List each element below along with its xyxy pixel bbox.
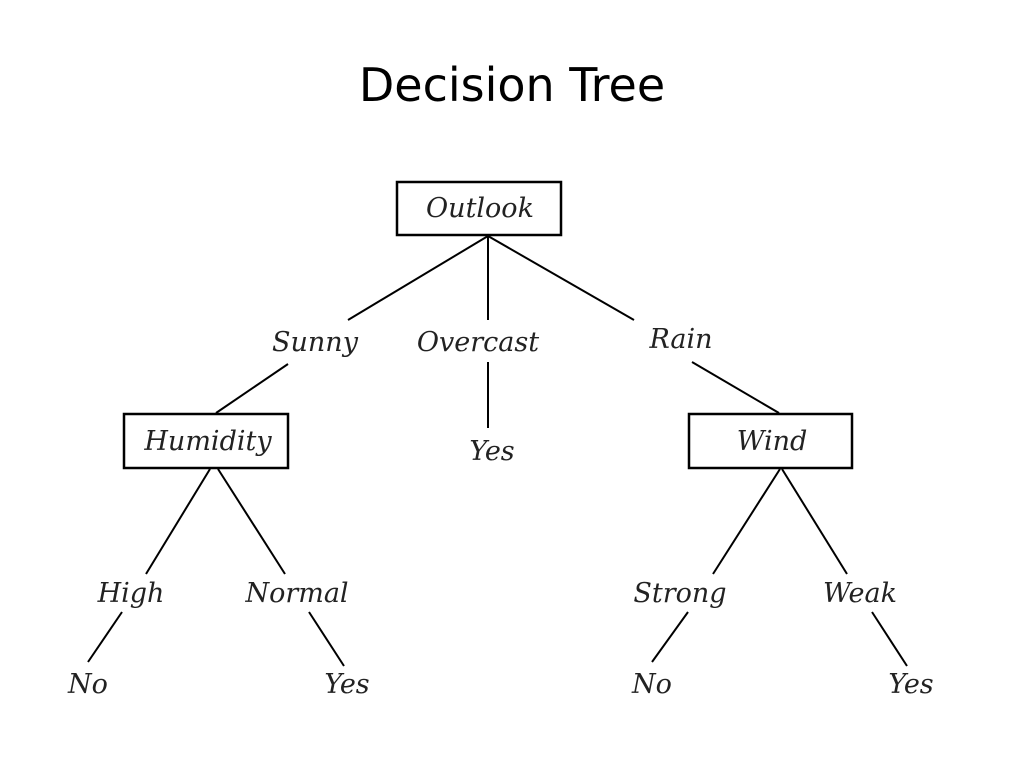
edge-weak-yes [871, 611, 908, 667]
leaf-strong-no: No [631, 669, 672, 700]
node-box-wind [687, 412, 854, 470]
branch-strong: Strong [633, 578, 726, 609]
edge-high-no [87, 611, 123, 663]
node-humidity: Humidity [143, 426, 272, 457]
node-outlook: Outlook [426, 193, 534, 224]
node-wind: Wind [737, 426, 808, 457]
node-box-outlook [395, 180, 563, 237]
edge-sunny-humidity [215, 363, 289, 414]
branch-sunny: Sunny [272, 327, 359, 358]
edge-outlook-rain [487, 235, 635, 321]
branch-high: High [97, 578, 165, 609]
branch-weak: Weak [823, 578, 897, 609]
branch-overcast: Overcast [417, 327, 539, 358]
leaf-high-no: No [67, 669, 108, 700]
edge-rain-wind [691, 361, 780, 414]
edge-humidity-high [145, 468, 211, 575]
branch-normal: Normal [244, 578, 348, 609]
leaf-normal-yes: Yes [324, 669, 369, 700]
branch-rain: Rain [648, 324, 712, 355]
node-box-humidity [122, 412, 290, 470]
leaf-overcast-yes: Yes [469, 436, 514, 467]
edge-strong-no [651, 611, 689, 663]
edge-wind-strong [712, 468, 781, 575]
edge-wind-weak [781, 468, 848, 575]
edge-humidity-normal [217, 468, 286, 575]
edge-normal-yes [308, 611, 345, 667]
slide-title: Decision Tree [358, 58, 666, 112]
leaf-weak-yes: Yes [888, 669, 933, 700]
edge-outlook-sunny [347, 235, 489, 321]
